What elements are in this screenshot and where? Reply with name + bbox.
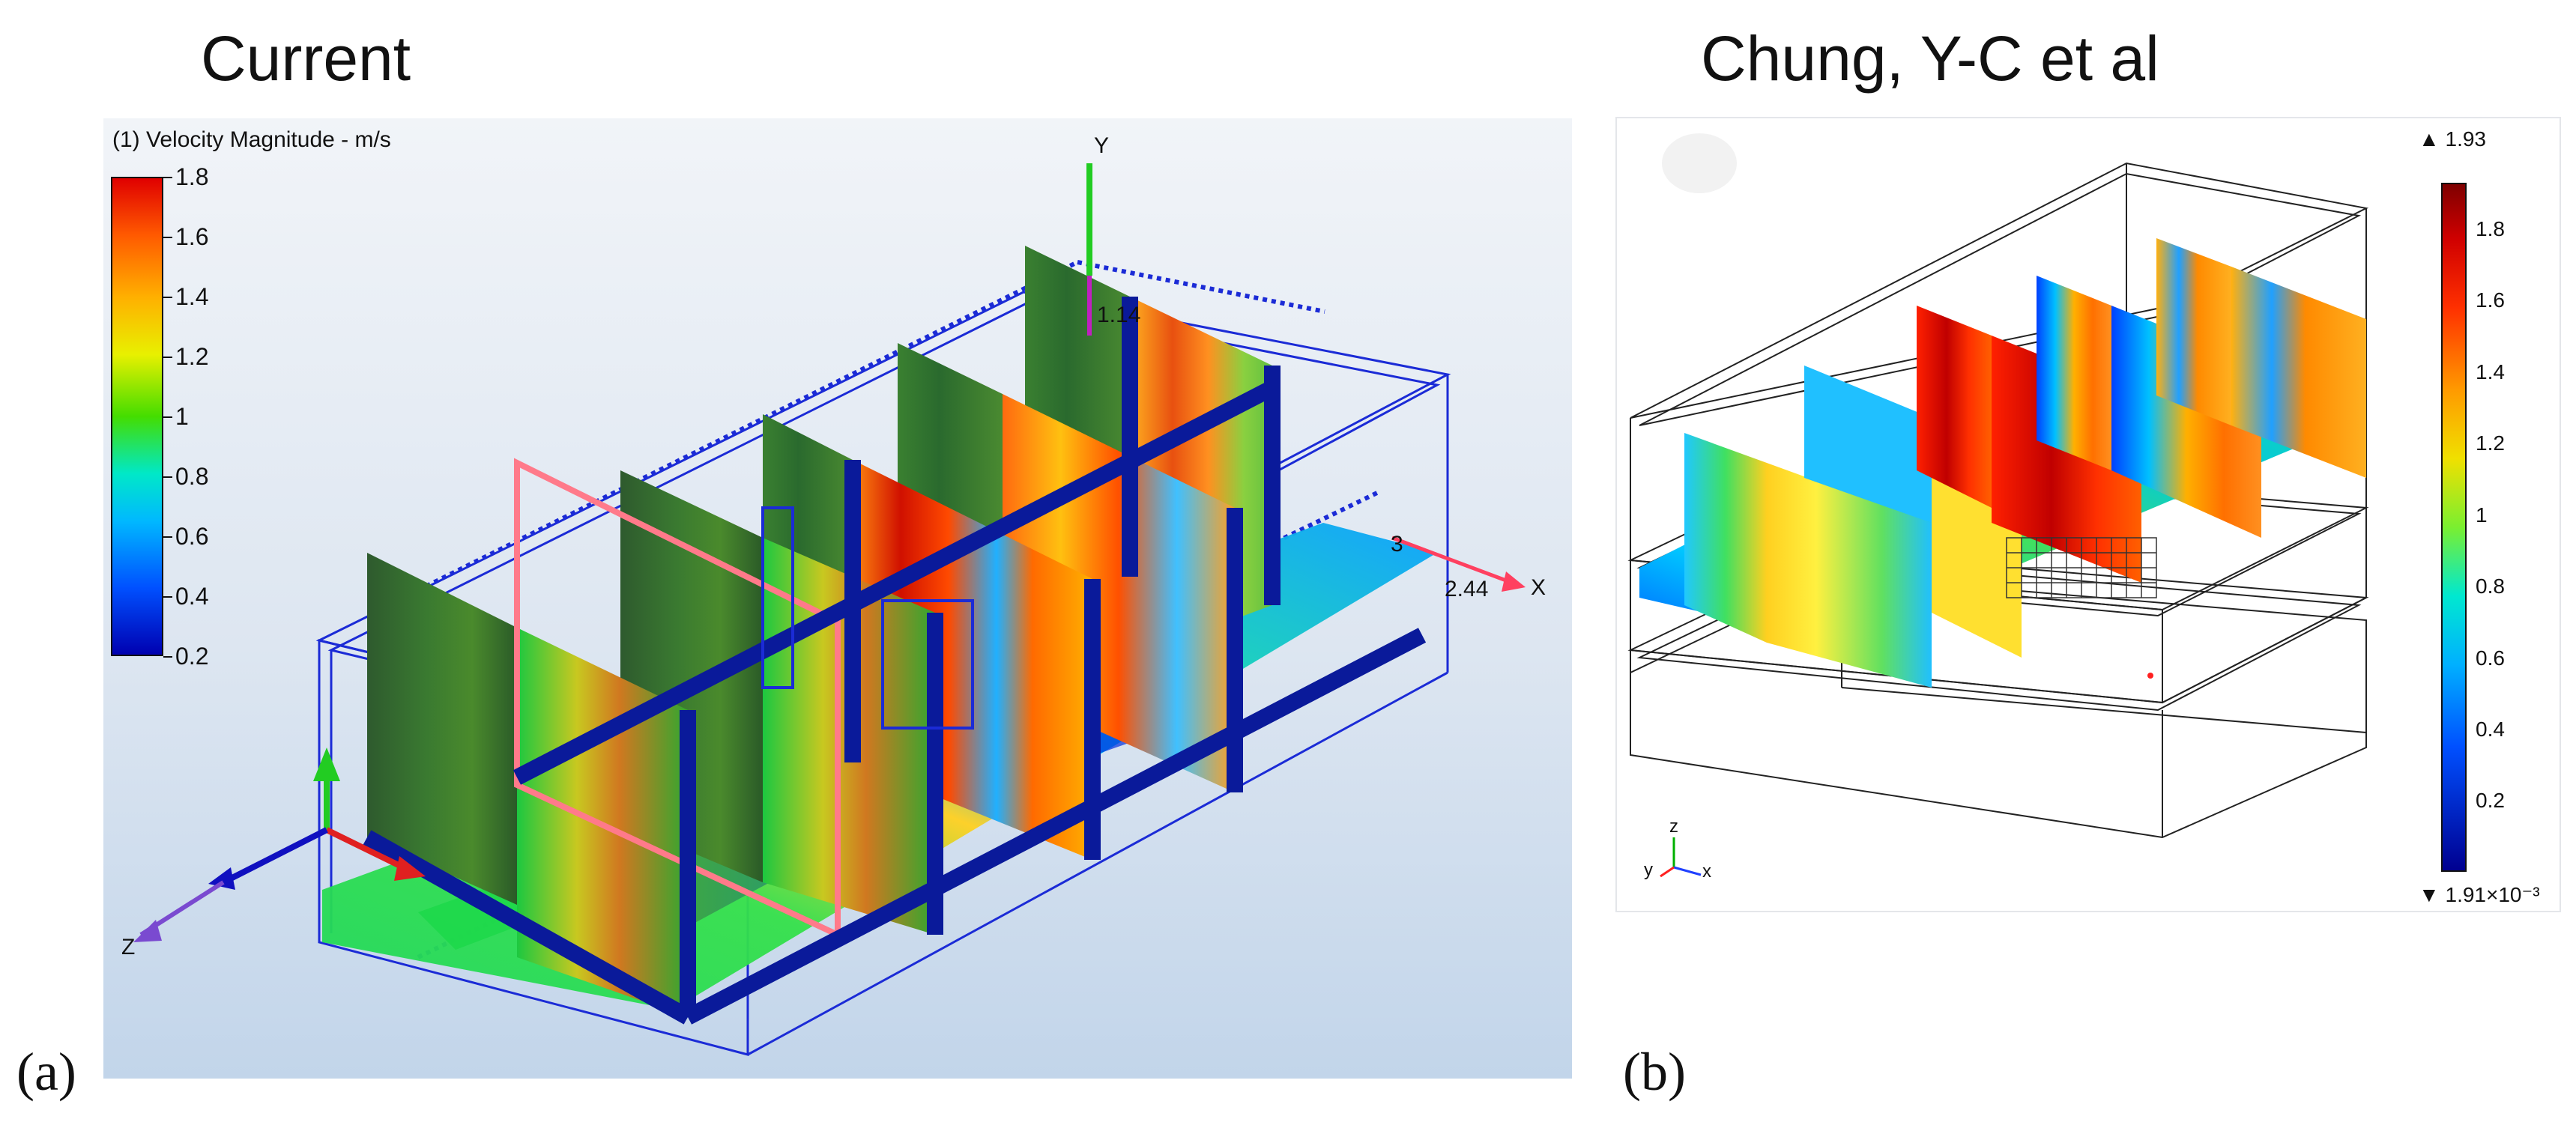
coordinate-triad: [133, 748, 426, 942]
colorbar-a-tick: 1.8: [175, 163, 209, 190]
slice-b1: [1684, 433, 1767, 643]
slice-b2: [1804, 366, 1932, 523]
mesh-grid-block: [2006, 537, 2157, 598]
dimension-y-label: 1.14: [1097, 303, 1141, 327]
colorbar-a-tick: 0.8: [175, 463, 209, 490]
colorbar-a-tick: 1.4: [175, 283, 209, 310]
slice-b4: [2037, 276, 2111, 470]
colorbar-b-tick: 1.8: [2476, 217, 2505, 241]
velocity-field-3d-view: [133, 163, 1526, 1056]
colorbar-b: [2441, 183, 2467, 872]
colorbar-a-tick: 1: [175, 403, 189, 430]
axis-y-label-b: y: [1644, 860, 1653, 880]
colorbar-a-tick: 0.2: [175, 643, 209, 670]
colorbar-b-tick: 1.4: [2476, 360, 2505, 383]
dimension-x-label: 2.44: [1445, 577, 1489, 601]
colorbar-b-tick: 0.2: [2476, 789, 2505, 813]
axis-x-label-b: x: [1702, 861, 1711, 882]
slice-b1-face: [1767, 463, 1932, 688]
colorbar-a-tick: 0.4: [175, 583, 209, 610]
colorbar-a-tick: 0.6: [175, 523, 209, 550]
colorbar-b-tick: 1: [2476, 503, 2488, 527]
axis-triad-b: [1660, 837, 1702, 878]
colorbar-b-tick: 1.6: [2476, 288, 2505, 312]
colorbar-b-tick: 0.8: [2476, 574, 2505, 598]
colorbar-a-tick: 1.2: [175, 343, 209, 370]
colorbar-b-min: ▼ 1.91×10⁻³: [2419, 883, 2540, 906]
panel-a-simulation-view: (1) Velocity Magnitude - m/s 1.8 1.6 1.4 1.…: [103, 118, 1572, 1079]
colorbar-b-tick: 1.2: [2476, 431, 2505, 455]
title-current: Current: [201, 23, 411, 94]
colorbar-a-tick: 1.6: [175, 223, 209, 250]
label-a: (a): [16, 1042, 76, 1102]
title-chung: Chung, Y-C et al: [1701, 23, 2159, 94]
colorbar-b-max: ▲ 1.93: [2419, 127, 2486, 151]
axis-x-label-a: X: [1531, 575, 1546, 600]
partition-beams: [363, 297, 1427, 1025]
slice-b3: [1917, 306, 1992, 508]
slice-1: [367, 553, 517, 905]
colorbar-a: [111, 177, 163, 656]
panel-b-reference-view: ▲ 1.93 ▼ 1.91×10⁻³ 1.8 1.6 1.4 1.2 1 0.8 0.6 0.…: [1615, 117, 2561, 912]
label-b: (b): [1623, 1042, 1686, 1102]
slice-b5: [2156, 238, 2231, 425]
colorbar-b-tick: 0.6: [2476, 646, 2505, 670]
axis-z-label-b: z: [1669, 816, 1678, 837]
slice-b5-face: [2231, 267, 2366, 478]
colorbar-a-title: (1) Velocity Magnitude - m/s: [112, 127, 391, 152]
axis-z-label-a: Z: [121, 935, 136, 959]
axis-y-label-a: Y: [1094, 133, 1110, 158]
colorbar-b-tick: 0.4: [2476, 718, 2505, 742]
dimension-mid-label: 3: [1391, 532, 1403, 557]
reference-3d-view: [1627, 162, 2369, 878]
